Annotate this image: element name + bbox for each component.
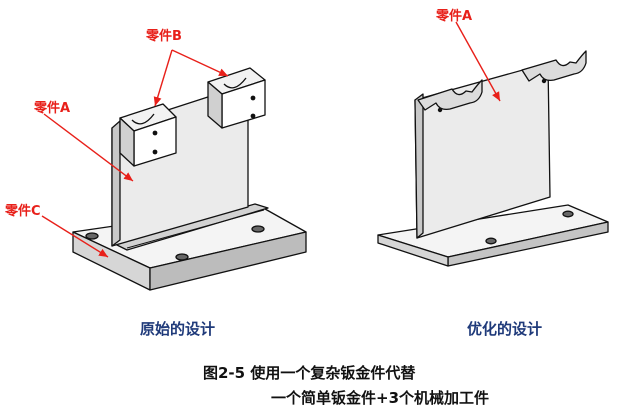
label-part-b: 零件B [146, 29, 182, 44]
original-design-assembly [41, 49, 307, 291]
label-part-c: 零件C [5, 204, 41, 219]
block-part-b-right [207, 67, 266, 129]
arrow-part-a-right [455, 21, 501, 102]
figure-caption-line-2: 一个简单钣金件+3个机械加工件 [271, 389, 490, 407]
arrow-part-b-right [171, 49, 229, 77]
arrow-part-b-left [153, 49, 173, 107]
bent-tab-right [521, 50, 587, 82]
label-part-a-original: 零件A [34, 101, 71, 116]
bent-tab-left [417, 79, 483, 111]
arrow-part-a-left [43, 113, 134, 182]
label-part-a-optimized: 零件A [436, 9, 473, 24]
optimized-design-assembly [377, 50, 609, 267]
figure-caption-line-1: 图2-5 使用一个复杂钣金件代替 [203, 364, 416, 382]
leader-arrows-original [41, 49, 229, 258]
block-part-b-left [119, 103, 177, 167]
subtitle-optimized-design: 优化的设计 [467, 320, 543, 338]
subtitle-original-design: 原始的设计 [140, 320, 216, 338]
arrow-part-c [41, 215, 109, 258]
